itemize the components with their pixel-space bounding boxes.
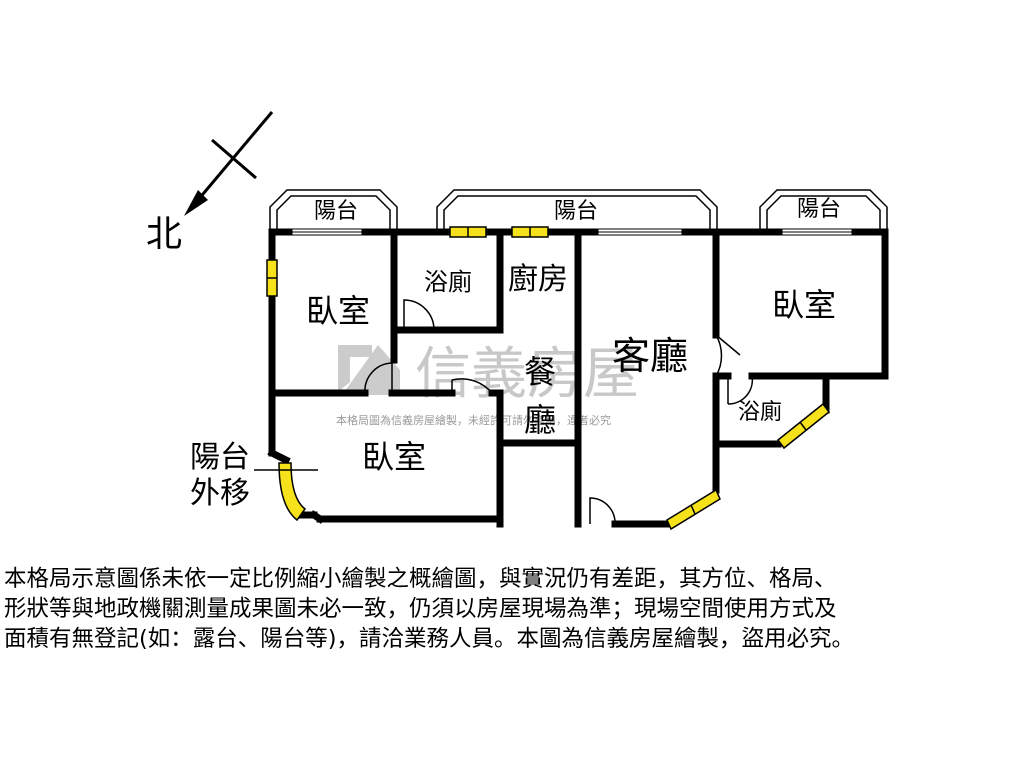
disclaimer-line: 本格局示意圖係未依一定比例縮小繪製之概繪圖，與實況仍有差距，其方位、格局、 bbox=[4, 566, 837, 592]
room-label-bathroom-right: 浴廁 bbox=[738, 400, 782, 425]
balcony-middle-outline bbox=[436, 189, 718, 230]
disclaimer-line: 面積有無登記(如：露台、陽台等)，請洽業務人員。本圖為信義房屋繪製，盜用必究。 bbox=[4, 626, 855, 652]
room-label-dining-1: 餐 bbox=[524, 353, 556, 391]
balcony-middle-label: 陽台 bbox=[554, 199, 598, 224]
balcony-left-label: 陽台 bbox=[314, 199, 358, 224]
disclaimer-line: 形狀等與地政機關測量成果圖未必一致，仍須以房屋現場為準；現場空間使用方式及 bbox=[4, 596, 837, 622]
door-entrance bbox=[589, 497, 616, 525]
room-label-kitchen: 廚房 bbox=[508, 262, 568, 297]
watermark-notice: 本格局圖為信義房屋繪製，未經許可請勿盜用，違者必究 bbox=[336, 413, 611, 427]
room-label-living: 客廳 bbox=[612, 334, 688, 378]
room-label-dining-2: 廳 bbox=[524, 401, 556, 439]
balcony-right-label: 陽台 bbox=[797, 197, 841, 222]
door-bedroom-right bbox=[715, 334, 741, 377]
room-label-bathroom: 浴廁 bbox=[424, 268, 472, 296]
door-bedroom-1 bbox=[364, 362, 393, 394]
windows bbox=[266, 226, 831, 531]
room-label-bedroom-top-left: 臥室 bbox=[306, 292, 370, 330]
door-bathroom-right bbox=[727, 375, 754, 405]
disclaimer: 本格局示意圖係未依一定比例縮小繪製之概繪圖，與實況仍有差距，其方位、格局、 形狀… bbox=[4, 564, 1020, 654]
north-label: 北 bbox=[146, 214, 182, 255]
door-bathroom bbox=[403, 299, 435, 331]
door-bedroom-3 bbox=[451, 378, 493, 394]
balcony-right-outline bbox=[759, 189, 888, 230]
window-bedroom-3-bay bbox=[278, 462, 307, 522]
compass: 北 bbox=[146, 111, 274, 255]
annotation-balcony-moved-2: 外移 bbox=[190, 476, 250, 511]
balcony-left-outline bbox=[269, 189, 398, 230]
watermark: 信義房屋 本格局圖為信義房屋繪製，未經許可請勿盜用，違者必究 bbox=[336, 342, 639, 427]
doors bbox=[364, 299, 754, 525]
room-label-bedroom-bottom: 臥室 bbox=[362, 438, 426, 476]
floor-plan: 北 陽台 陽台 陽台 信義房屋 本格局圖為信義房屋繪製，未經許可請勿盜用，違者必… bbox=[146, 111, 889, 531]
compass-arrow-shaft bbox=[196, 111, 274, 201]
watermark-logo-icon bbox=[338, 345, 400, 395]
compass-cross-bar bbox=[211, 138, 257, 180]
sliding-doors bbox=[291, 228, 853, 236]
room-label-bedroom-right: 臥室 bbox=[772, 286, 836, 324]
balconies bbox=[269, 189, 888, 230]
compass-arrow-head bbox=[184, 190, 208, 216]
annotation-balcony-moved-1: 陽台 bbox=[190, 440, 250, 475]
